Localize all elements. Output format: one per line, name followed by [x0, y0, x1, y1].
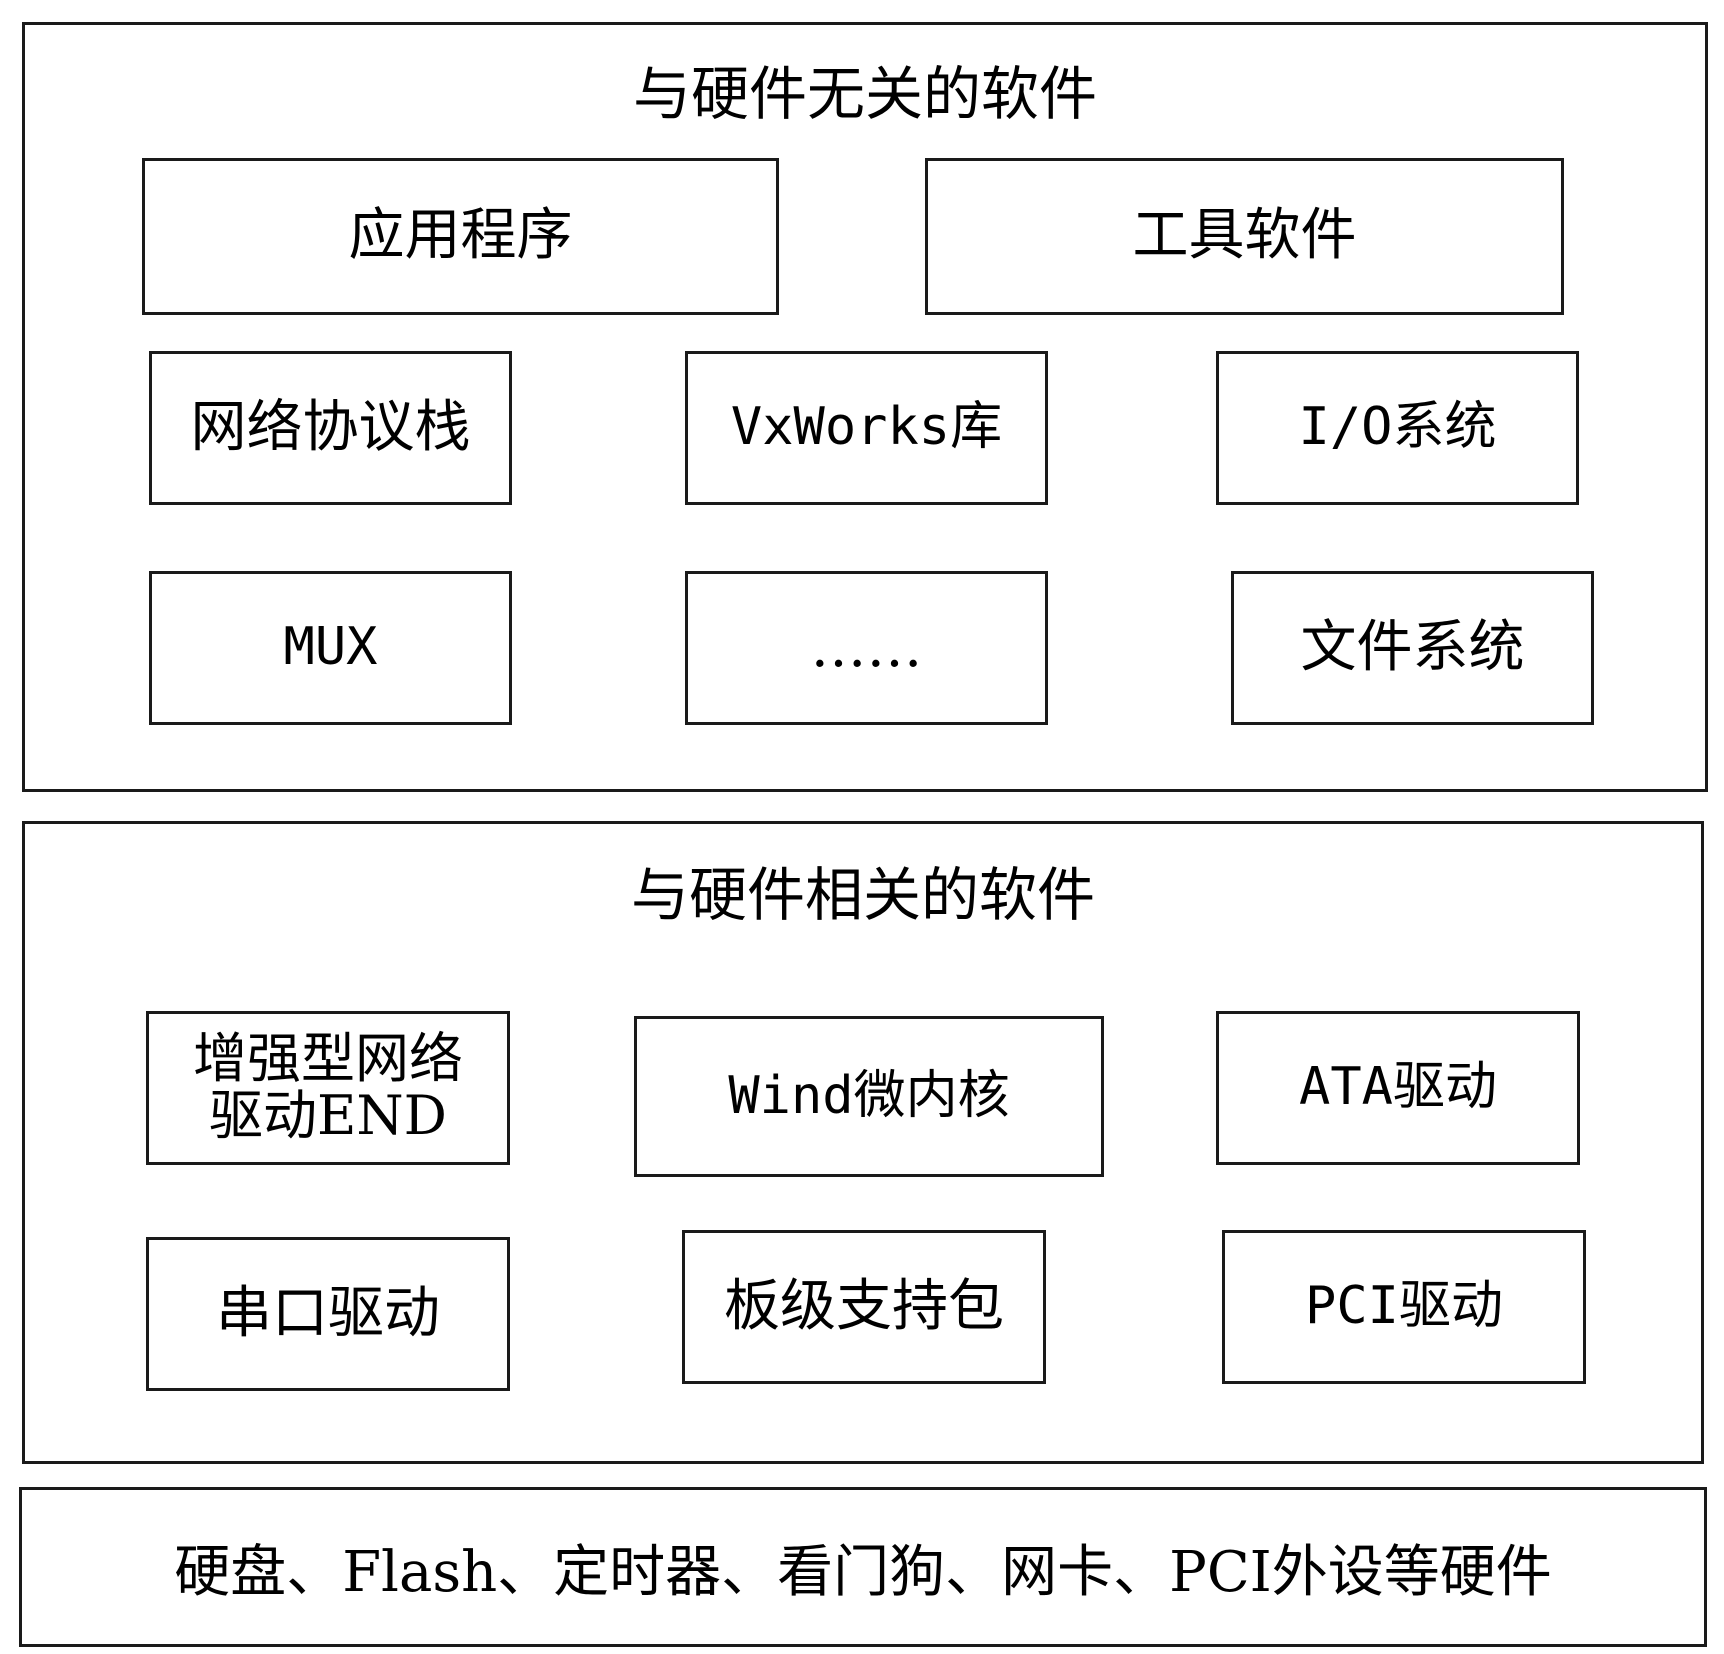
hardware-section: 硬盘、Flash、定时器、看门狗、网卡、PCI外设等硬件 [19, 1487, 1707, 1647]
ellipsis-box: …… [685, 571, 1048, 725]
vxworks-library-box: VxWorks库 [685, 351, 1048, 505]
hardware-independent-title: 与硬件无关的软件 [632, 60, 1097, 128]
serial-driver-box: 串口驱动 [146, 1237, 510, 1391]
mux-box: MUX [149, 571, 512, 725]
application-box: 应用程序 [142, 158, 779, 315]
enhanced-network-driver-line1: 增强型网络 [193, 1027, 463, 1091]
network-stack-box: 网络协议栈 [149, 351, 512, 505]
enhanced-network-driver-line2: 驱动END [209, 1084, 447, 1147]
hardware-dependent-title: 与硬件相关的软件 [630, 861, 1095, 929]
wind-microkernel-box: Wind微内核 [634, 1016, 1104, 1177]
io-system-box: I/O系统 [1216, 351, 1579, 505]
hardware-list-text: 硬盘、Flash、定时器、看门狗、网卡、PCI外设等硬件 [174, 1539, 1552, 1605]
file-system-box: 文件系统 [1231, 571, 1594, 725]
board-support-package-box: 板级支持包 [682, 1230, 1046, 1384]
ata-driver-box: ATA驱动 [1216, 1011, 1580, 1165]
pci-driver-box: PCI驱动 [1222, 1230, 1586, 1384]
enhanced-network-driver-box: 增强型网络 驱动END [146, 1011, 510, 1165]
tool-software-box: 工具软件 [925, 158, 1564, 315]
